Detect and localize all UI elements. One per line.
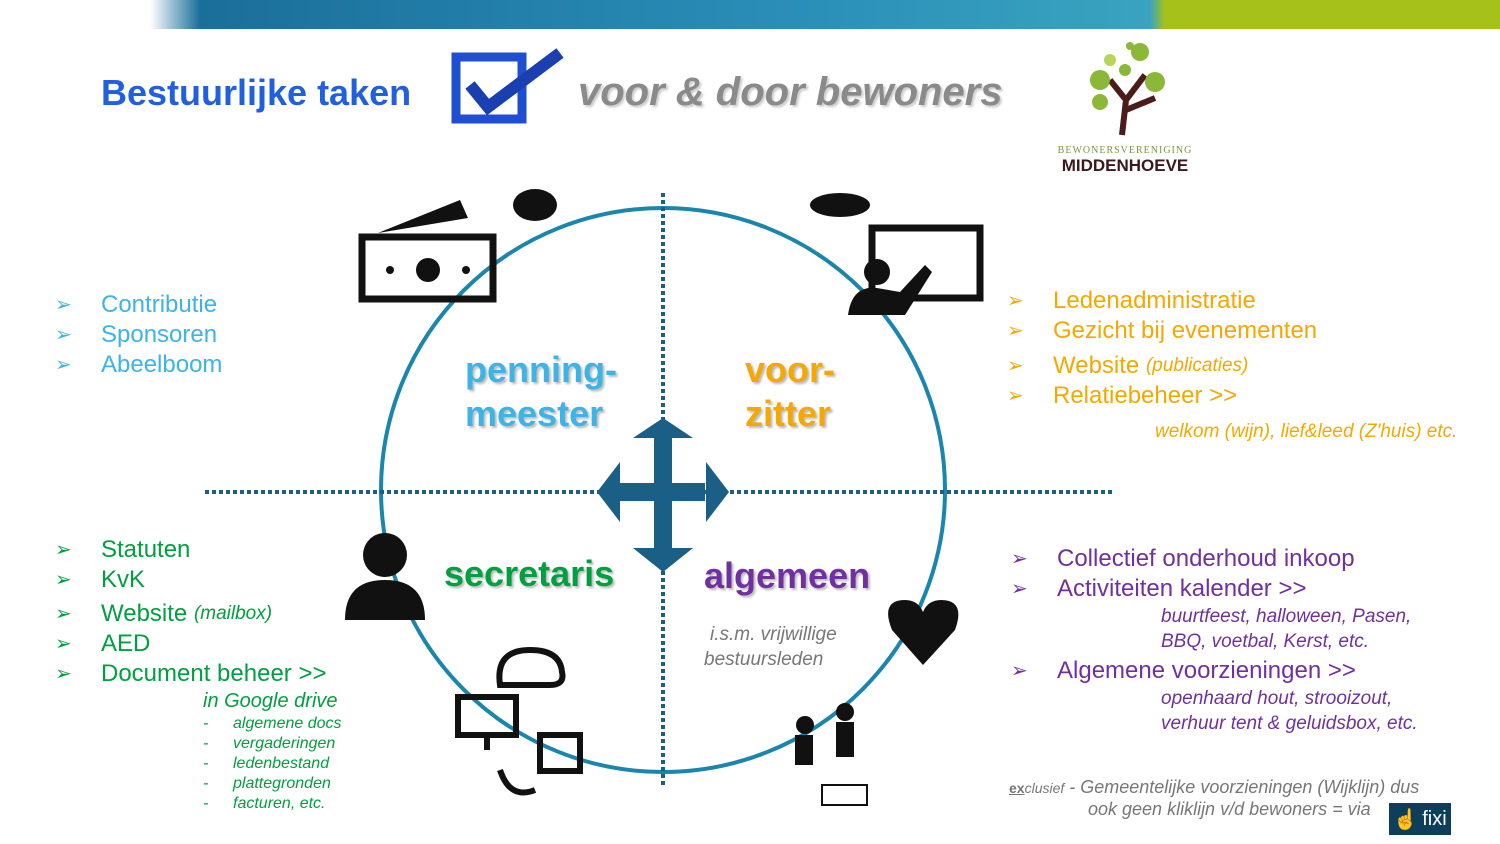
checkbox-check-icon [451, 48, 564, 124]
cloud-sync-icon [455, 646, 583, 796]
logo-subtitle: BEWONERSVERENIGING [1057, 145, 1193, 156]
heart-pulse-icon [888, 600, 959, 665]
logo-name: MIDDENHOEVE [1061, 156, 1189, 175]
logo: BEWONERSVERENIGING MIDDENHOEVE [1050, 40, 1200, 175]
page-title: Bestuurlijke taken [101, 72, 412, 113]
role-voorzitter: voor-zitter [745, 349, 835, 434]
piggy-bank-icon [513, 189, 557, 221]
relatiebeheer-detail: welkom (wijn), lief&leed (Z'huis) etc. [1155, 421, 1458, 442]
role-algemeen: algemeen [704, 555, 871, 596]
party-people-icon [795, 703, 868, 806]
footer-note: exclusief - Gemeentelijke voorzieningen … [1009, 777, 1420, 797]
money-icon [358, 200, 497, 303]
google-drive-label: in Google drive [203, 690, 338, 712]
four-way-arrow-icon [597, 418, 729, 572]
voorzitter-list: ➢Ledenadministratie ➢Gezicht bij eveneme… [1007, 287, 1318, 409]
tree-logo-icon [1090, 42, 1165, 136]
presenter-icon [848, 224, 984, 315]
fixi-label: fixi [1422, 807, 1447, 830]
top-banner [0, 0, 1500, 29]
hand-pointer-icon: ☝ [1393, 808, 1419, 831]
support-agent-icon [345, 533, 425, 620]
fixi-button[interactable]: ☝fixi [1389, 803, 1451, 835]
role-secretaris: secretaris [444, 553, 615, 594]
algemeen-list: ➢Collectief onderhoud inkoop ➢Activiteit… [1011, 545, 1418, 734]
penningmeester-list: ➢Contributie ➢Sponsoren ➢Abeelboom [55, 291, 223, 378]
footer-note-line2: ook geen kliklijn v/d bewoners = via [1088, 799, 1371, 819]
role-penningmeester: penning-meester [465, 349, 617, 434]
page-subtitle: voor & door bewoners [578, 70, 1003, 114]
handshake-icon [810, 193, 870, 217]
drive-items: -algemene docs -vergaderingen -ledenbest… [203, 715, 342, 812]
secretaris-list: ➢Statuten ➢KvK ➢Website (mailbox) ➢AED ➢… [55, 536, 327, 687]
